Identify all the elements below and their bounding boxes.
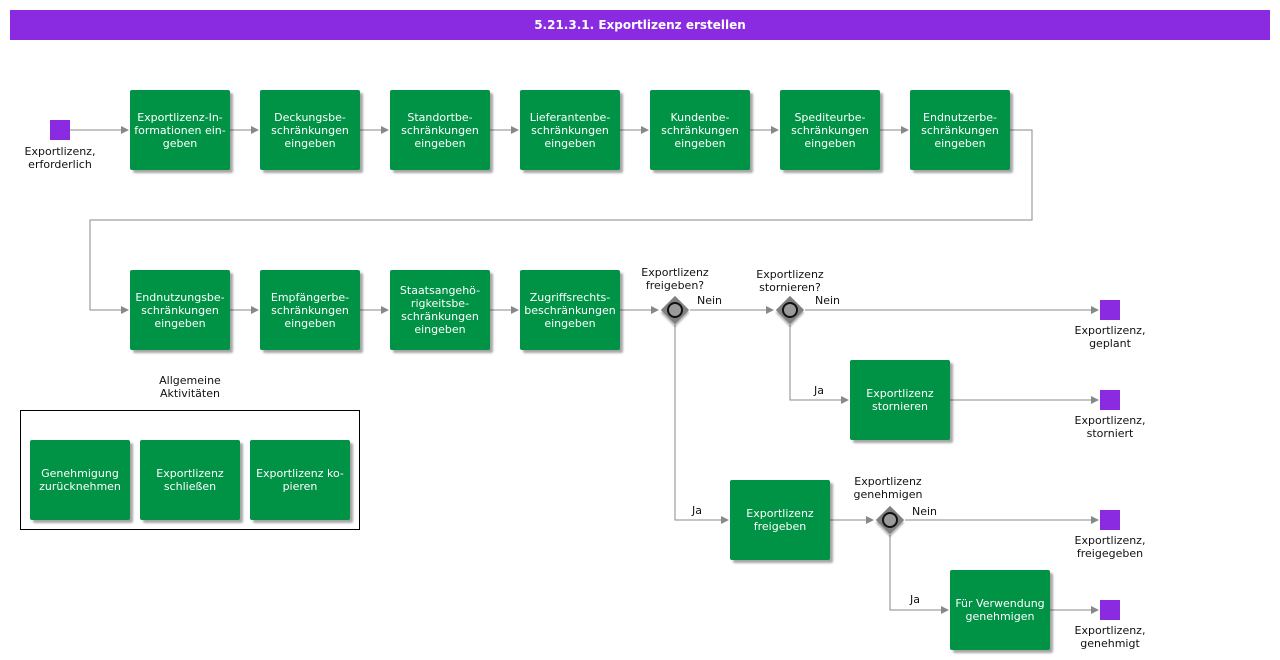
task-exportlizenz-freigeben[interactable]: Exportlizenz freigeben (730, 480, 830, 560)
task-deckungsbeschraenkungen[interactable]: Deckungsbe- schränkungen eingeben (260, 90, 360, 170)
task-endnutzungsbeschraenkungen[interactable]: Endnutzungsbe- schränkungen eingeben (130, 270, 230, 350)
gateway-genehmigen-icon (882, 512, 898, 528)
edge-label-ja-3: Ja (910, 593, 920, 606)
gateway-stornieren-label: Exportlizenz stornieren? (756, 268, 824, 294)
start-event-label: Exportlizenz, erforderlich (24, 145, 96, 171)
task-standortbeschraenkungen[interactable]: Standortbe- schränkungen eingeben (390, 90, 490, 170)
task-spediteurbeschraenkungen[interactable]: Spediteurbe- schränkungen eingeben (780, 90, 880, 170)
gateway-freigeben-icon (667, 302, 683, 318)
end-event-storniert (1100, 390, 1120, 410)
end-event-freigegeben-label: Exportlizenz, freigegeben (1074, 534, 1146, 560)
gateway-freigeben-label: Exportlizenz freigeben? (641, 266, 709, 292)
edge-label-ja-1: Ja (814, 384, 824, 397)
end-event-freigegeben (1100, 510, 1120, 530)
end-event-genehmigt (1100, 600, 1120, 620)
edge-label-ja-2: Ja (692, 504, 702, 517)
edge-label-nein-2: Nein (815, 294, 841, 307)
task-zugriffsrechtsbeschraenkungen[interactable]: Zugriffsrechts- beschränkungen eingeben (520, 270, 620, 350)
edge-label-nein-3: Nein (912, 505, 938, 518)
task-lieferantenbeschraenkungen[interactable]: Lieferantenbe- schränkungen eingeben (520, 90, 620, 170)
start-event (50, 120, 70, 140)
gateway-genehmigen-label: Exportlizenz genehmigen (853, 475, 923, 501)
end-event-geplant-label: Exportlizenz, geplant (1074, 324, 1146, 350)
task-staatsangehoerigkeitsbeschraenkungen[interactable]: Staatsangehö- rigkeitsbe- schränkungen e… (390, 270, 490, 350)
task-kundenbeschraenkungen[interactable]: Kundenbe- schränkungen eingeben (650, 90, 750, 170)
task-exportlizenz-stornieren[interactable]: Exportlizenz stornieren (850, 360, 950, 440)
task-exportlizenz-schliessen[interactable]: Exportlizenz schließen (140, 440, 240, 520)
task-empfaengerbeschraenkungen[interactable]: Empfängerbe- schränkungen eingeben (260, 270, 360, 350)
task-exportlizenz-informationen[interactable]: Exportlizenz-In- formationen ein- geben (130, 90, 230, 170)
task-endnutzerbeschraenkungen[interactable]: Endnutzerbe- schränkungen eingeben (910, 90, 1010, 170)
end-event-geplant (1100, 300, 1120, 320)
task-genehmigung-zuruecknehmen[interactable]: Genehmigung zurücknehmen (30, 440, 130, 520)
task-exportlizenz-kopieren[interactable]: Exportlizenz ko- pieren (250, 440, 350, 520)
end-event-storniert-label: Exportlizenz, storniert (1074, 414, 1146, 440)
edge-label-nein-1: Nein (697, 294, 723, 307)
end-event-genehmigt-label: Exportlizenz, genehmigt (1074, 624, 1146, 650)
gateway-stornieren-icon (782, 302, 798, 318)
diagram-title: 5.21.3.1. Exportlizenz erstellen (10, 10, 1270, 40)
general-activities-group (20, 410, 360, 530)
general-activities-title: Allgemeine Aktivitäten (159, 374, 221, 400)
task-fuer-verwendung-genehmigen[interactable]: Für Verwendung genehmigen (950, 570, 1050, 650)
